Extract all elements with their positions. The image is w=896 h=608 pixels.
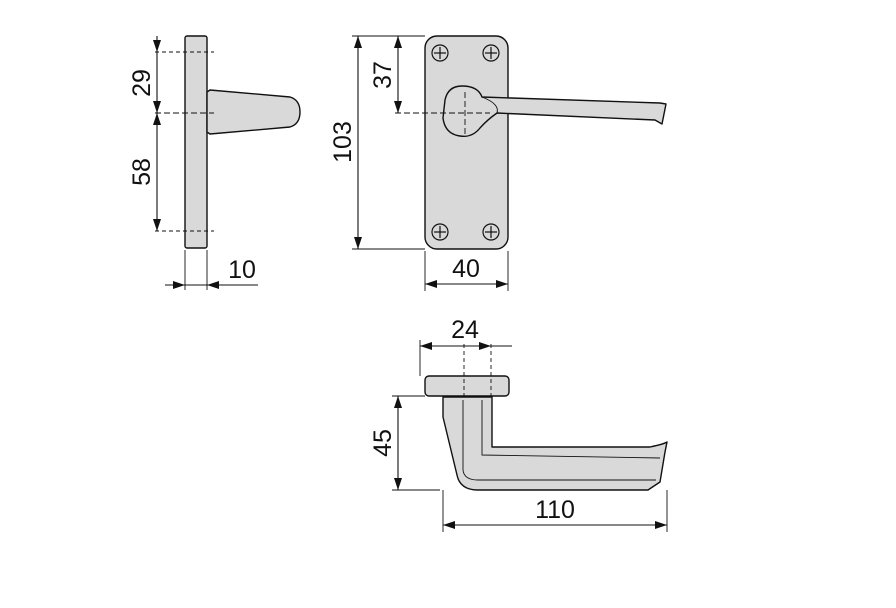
- side-view: 29 58 10: [128, 35, 301, 290]
- front-screw-top-left: [431, 44, 449, 62]
- top-lever: [442, 396, 668, 491]
- dim-side-lower: 58: [128, 158, 156, 186]
- dim-front-height: 103: [329, 121, 357, 163]
- dim-side-upper: 29: [128, 69, 156, 97]
- front-screw-top-right: [482, 44, 500, 62]
- front-view: 103 37 40: [329, 35, 667, 291]
- side-backplate: [184, 35, 208, 249]
- dim-front-axis: 37: [369, 61, 397, 89]
- front-backplate: [424, 35, 509, 250]
- front-lever: [442, 85, 667, 138]
- side-lever: [206, 89, 301, 135]
- top-view: 24 45 110: [369, 316, 668, 532]
- dim-top-rose: 24: [451, 316, 479, 344]
- top-rose: [424, 375, 510, 397]
- dim-front-width: 40: [452, 255, 480, 283]
- dim-side-thickness: 10: [228, 256, 256, 284]
- dim-top-projection: 45: [369, 429, 397, 457]
- front-screw-bottom-left: [431, 223, 449, 241]
- front-screw-bottom-right: [482, 223, 500, 241]
- dim-top-length: 110: [535, 496, 575, 524]
